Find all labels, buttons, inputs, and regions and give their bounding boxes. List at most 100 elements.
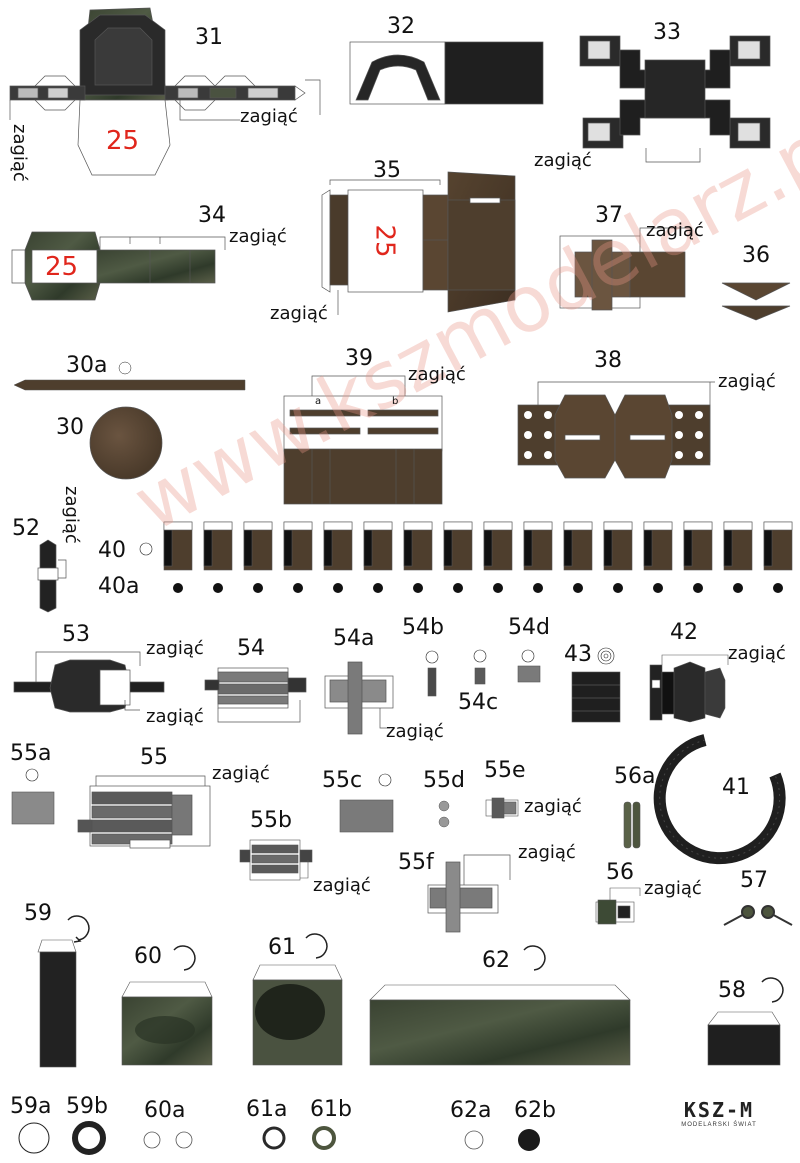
part-43 (571, 647, 621, 723)
part-label-43: 43 (564, 642, 592, 667)
part-label-62b: 62b (514, 1098, 556, 1123)
track-link (723, 521, 753, 571)
fold-label: zagiąć (313, 875, 371, 896)
part-label-54c: 54c (458, 690, 499, 715)
part-61b (312, 1126, 336, 1150)
fold-label: zagiąć (61, 486, 82, 544)
part-56a (623, 801, 641, 849)
part-55 (77, 775, 211, 849)
part-34 (11, 231, 226, 301)
track-link (643, 521, 673, 571)
part-label-55b: 55b (250, 808, 292, 833)
part-label-55c: 55c (322, 768, 363, 793)
part-label-61a: 61a (246, 1097, 288, 1122)
part-54d (517, 649, 541, 683)
brand-logo: KSZ-M MODELARSKI ŚWIAT (668, 1100, 770, 1142)
sub-label-b: b (392, 396, 399, 407)
part-label-54d: 54d (508, 615, 550, 640)
fold-label: zagiąć (212, 763, 270, 784)
part-58 (707, 1011, 781, 1066)
sub-label-a: a (315, 396, 322, 407)
turret-number: 25 (45, 252, 79, 282)
fold-label: zagiąć (9, 124, 30, 182)
part-55a (11, 768, 55, 825)
part-label-59: 59 (24, 901, 52, 926)
track-link (563, 521, 593, 571)
part-label-41: 41 (722, 775, 750, 800)
part-label-56: 56 (606, 860, 634, 885)
part-label-33: 33 (653, 20, 681, 45)
part-label-62a: 62a (450, 1098, 492, 1123)
part-59a (18, 1122, 50, 1154)
part-60 (121, 981, 213, 1066)
fold-label: zagiąć (718, 371, 776, 392)
part-55b (239, 839, 313, 881)
part-label-55: 55 (140, 745, 168, 770)
part-53 (13, 651, 165, 713)
part-54b (425, 650, 439, 697)
part-41 (653, 734, 786, 865)
part-57 (723, 905, 793, 926)
part-35 (321, 171, 516, 315)
track-link (203, 521, 233, 571)
part-52 (37, 539, 67, 613)
part-label-37: 37 (595, 203, 623, 228)
part-label-56a: 56a (614, 764, 656, 789)
track-link (763, 521, 793, 571)
logo-sub-text: MODELARSKI ŚWIAT (681, 1122, 757, 1128)
part-label-52: 52 (12, 516, 40, 541)
part-label-54b: 54b (402, 615, 444, 640)
part-55f (427, 854, 511, 933)
part-54a (324, 661, 394, 735)
fold-label: zagiąć (270, 303, 328, 324)
part-61 (252, 964, 343, 1066)
part-55c (339, 773, 394, 833)
part-label-30a: 30a (66, 353, 108, 378)
part-label-60a: 60a (144, 1098, 186, 1123)
track-link (243, 521, 273, 571)
track-link (483, 521, 513, 571)
fold-label: zagiąć (728, 643, 786, 664)
logo-main-text: KSZ-M (683, 1098, 755, 1122)
part-label-54: 54 (237, 636, 265, 661)
track-link (443, 521, 473, 571)
part-59 (37, 939, 77, 1068)
fold-label: zagiąć (146, 638, 204, 659)
part-54 (204, 667, 307, 723)
part-59b (72, 1121, 106, 1155)
part-label-55f: 55f (398, 850, 434, 875)
part-30a (13, 361, 246, 391)
fold-label: zagiąć (524, 796, 582, 817)
turret-number: 25 (369, 224, 400, 258)
rotate-arrow-icons (67, 915, 784, 1003)
track-link (683, 521, 713, 571)
part-62a (464, 1130, 484, 1150)
fold-label: zagiąć (518, 842, 576, 863)
part-label-62: 62 (482, 948, 510, 973)
part-56 (595, 887, 641, 925)
part-label-60: 60 (134, 944, 162, 969)
track-link (163, 521, 193, 571)
part-label-61b: 61b (310, 1097, 352, 1122)
part-label-55a: 55a (10, 741, 52, 766)
part-label-53: 53 (62, 622, 90, 647)
part-label-36: 36 (742, 243, 770, 268)
part-label-55e: 55e (484, 758, 526, 783)
part-label-61: 61 (268, 935, 296, 960)
part-30 (89, 406, 163, 480)
fold-label: zagiąć (386, 721, 444, 742)
part-label-31: 31 (195, 25, 223, 50)
part-label-30: 30 (56, 415, 84, 440)
track-link (323, 521, 353, 571)
part-label-55d: 55d (423, 768, 465, 793)
fold-label: zagiąć (646, 220, 704, 241)
part-62b (518, 1129, 540, 1151)
part-label-34: 34 (198, 203, 226, 228)
part-label-35: 35 (373, 158, 401, 183)
fold-label: zagiąć (240, 106, 298, 127)
fold-label: zagiąć (644, 878, 702, 899)
track-link (603, 521, 633, 571)
part-55e (485, 797, 519, 819)
part-54c (473, 649, 487, 685)
